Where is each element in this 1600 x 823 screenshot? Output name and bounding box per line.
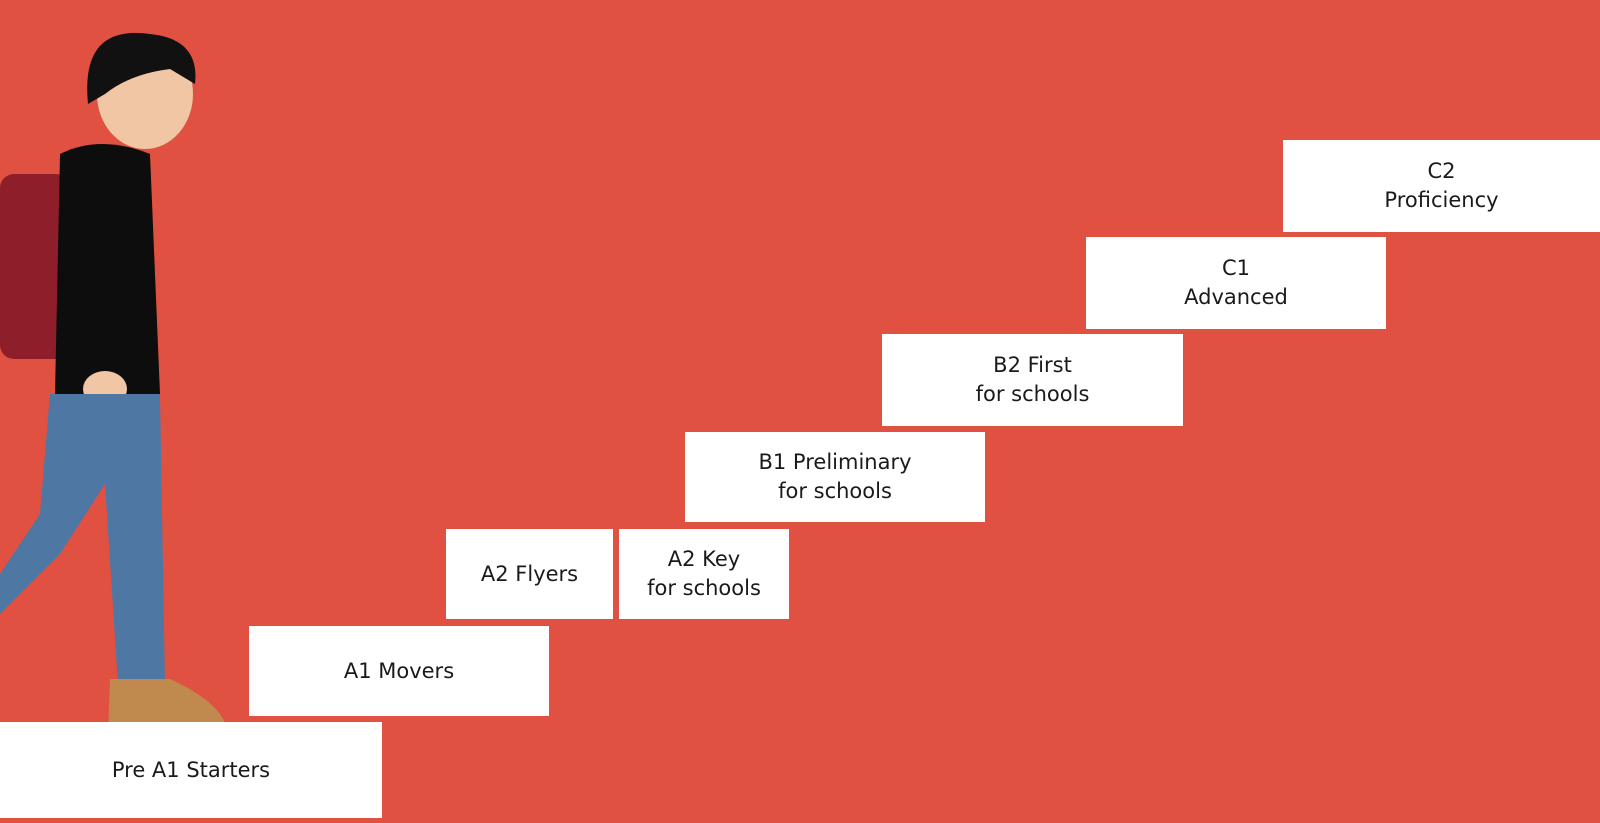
step-label: A2 Key <box>667 547 741 571</box>
step-b2-first[interactable]: B2 First for schools <box>882 334 1183 426</box>
step-label: C2 <box>1427 159 1456 183</box>
boy-with-backpack-image <box>0 32 228 738</box>
step-label: Pre A1 Starters <box>111 757 271 782</box>
step-sublabel: for schools <box>778 479 892 503</box>
step-c1-advanced[interactable]: C1 Advanced <box>1086 237 1386 329</box>
step-label: B2 First <box>993 353 1072 377</box>
step-a2-key[interactable]: A2 Key for schools <box>619 529 789 619</box>
step-label: A2 Flyers <box>480 561 579 586</box>
backpack <box>0 174 70 359</box>
step-b1-preliminary[interactable]: B1 Preliminary for schools <box>685 432 985 522</box>
step-pre-a1-starters[interactable]: Pre A1 Starters <box>0 722 382 818</box>
step-label: A1 Movers <box>343 658 455 683</box>
step-c2-proficiency[interactable]: C2 Proficiency <box>1283 140 1600 232</box>
step-sublabel: for schools <box>647 576 761 600</box>
step-label: B1 Preliminary <box>758 450 912 474</box>
step-label: C1 <box>1221 256 1251 280</box>
step-sublabel: Advanced <box>1184 285 1288 309</box>
step-a2-flyers[interactable]: A2 Flyers <box>446 529 613 619</box>
step-sublabel: Proficiency <box>1384 188 1499 212</box>
step-a1-movers[interactable]: A1 Movers <box>249 626 549 716</box>
step-sublabel: for schools <box>975 382 1090 406</box>
